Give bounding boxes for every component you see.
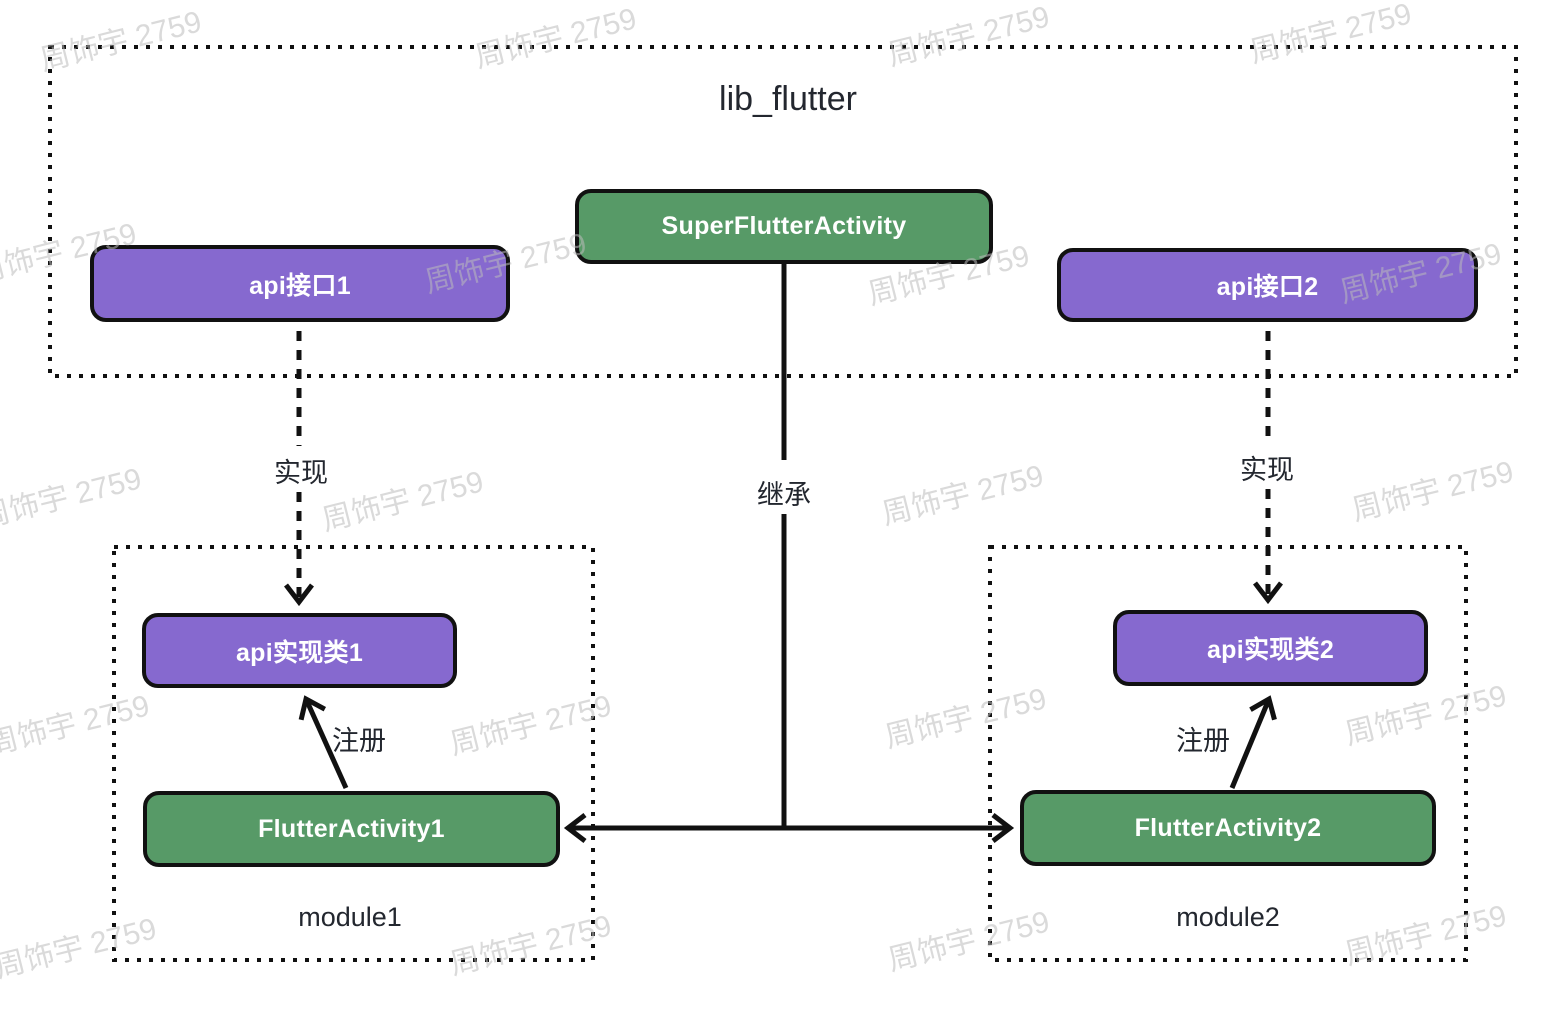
module1-container-border — [112, 545, 595, 962]
node-api-impl-2: api实现类2 — [1113, 610, 1428, 686]
lib-flutter-container-border — [48, 45, 1518, 378]
node-api-interface-2: api接口2 — [1057, 248, 1478, 322]
register-left-edge — [298, 695, 349, 790]
node-api-interface-1-label: api接口1 — [249, 271, 351, 300]
edge-label-register-right: 注册 — [1176, 726, 1230, 756]
edge-label-implement-right: 实现 — [1240, 455, 1294, 485]
node-api-impl-1: api实现类1 — [142, 613, 457, 688]
node-api-impl-2-label: api实现类2 — [1206, 636, 1335, 664]
node-super-flutter-activity-label: SuperFlutterActivity — [661, 212, 907, 240]
node-api-impl-1-label: api实现类1 — [235, 638, 364, 667]
module1-label: module1 — [298, 902, 402, 932]
module2-label: module2 — [1176, 902, 1280, 932]
node-flutter-activity-2-label: FlutterActivity2 — [1134, 813, 1322, 842]
node-flutter-activity-1-label: FlutterActivity1 — [258, 814, 445, 843]
node-api-interface-2-label: api接口2 — [1216, 273, 1319, 301]
node-api-interface-1: api接口1 — [90, 245, 510, 322]
node-super-flutter-activity: SuperFlutterActivity — [575, 189, 993, 264]
edge-label-register-left: 注册 — [332, 726, 386, 756]
register-right-edge — [1229, 695, 1277, 789]
lib-flutter-title: lib_flutter — [719, 80, 857, 118]
edge-label-inherit: 继承 — [757, 480, 811, 510]
node-flutter-activity-2: FlutterActivity2 — [1020, 790, 1436, 866]
edge-label-implement-left: 实现 — [274, 458, 328, 488]
node-flutter-activity-1: FlutterActivity1 — [143, 791, 560, 867]
